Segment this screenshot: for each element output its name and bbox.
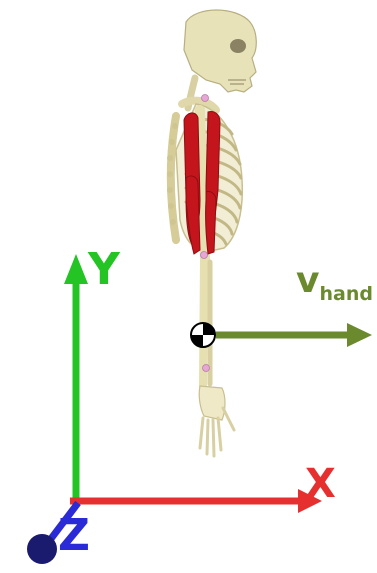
origin-point	[27, 534, 57, 564]
skeleton-figure	[167, 10, 256, 456]
y-axis-label: Y	[87, 244, 121, 295]
velocity-symbol: v	[296, 260, 319, 301]
humerus	[200, 110, 205, 260]
hand-velocity-vector: vhand	[216, 260, 373, 347]
y-axis-arrowhead	[64, 254, 88, 284]
elbow-marker	[201, 252, 208, 259]
hand	[199, 386, 234, 456]
velocity-arrow-head	[347, 323, 372, 347]
center-of-mass-icon	[191, 323, 215, 347]
shoulder-marker	[202, 95, 209, 102]
velocity-label: vhand	[296, 260, 373, 305]
x-axis-label: X	[305, 461, 336, 507]
velocity-subscript: hand	[319, 283, 372, 305]
z-axis-label: Z	[58, 510, 90, 561]
coordinate-axes: Y X Z	[27, 244, 336, 564]
wrist-marker	[203, 365, 210, 372]
